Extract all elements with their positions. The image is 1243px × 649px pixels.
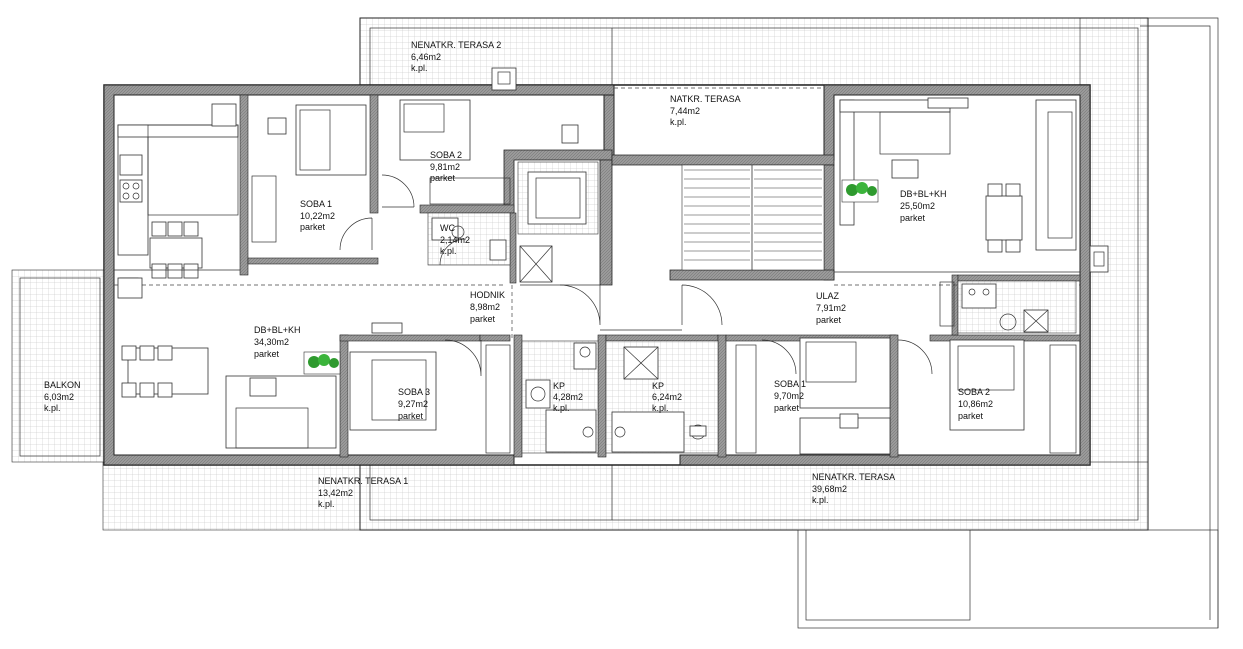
sofa-right <box>1035 99 1077 251</box>
room-floor: k.pl. <box>652 403 669 413</box>
room-name: KP <box>652 381 664 391</box>
room-area: 10,86m2 <box>958 399 993 409</box>
right-apartment-furniture <box>735 97 1080 455</box>
room-name: HODNIK <box>470 290 505 300</box>
room-area: 9,27m2 <box>398 399 428 409</box>
room-name: SOBA 1 <box>774 379 806 389</box>
room-name: SOBA 1 <box>300 199 332 209</box>
room-area: 34,30m2 <box>254 337 289 347</box>
room-floor: parket <box>254 349 280 359</box>
room-name: DB+BL+KH <box>900 189 947 199</box>
room-name: BALKON <box>44 380 81 390</box>
upper-terrace <box>359 17 1149 91</box>
room-area: 9,70m2 <box>774 391 804 401</box>
room-area: 6,24m2 <box>652 392 682 402</box>
room-floor: parket <box>470 314 496 324</box>
dining-table-left <box>149 237 203 269</box>
room-name: SOBA 2 <box>958 387 990 397</box>
room-area: 6,03m2 <box>44 392 74 402</box>
vents <box>117 67 1109 299</box>
room-floor: parket <box>430 173 456 183</box>
room-area: 13,42m2 <box>318 488 353 498</box>
room-name: SOBA 2 <box>430 150 462 160</box>
room-name: NENATKR. TERASA 2 <box>411 40 501 50</box>
room-floor: k.pl. <box>440 246 457 256</box>
room-floor: k.pl. <box>670 117 687 127</box>
balcony-inner <box>19 277 101 457</box>
left-apartment-furniture <box>114 99 579 454</box>
room-name: DB+BL+KH <box>254 325 301 335</box>
room-name: NENATKR. TERASA <box>812 472 895 482</box>
plant-right <box>841 179 879 203</box>
room-area: 10,22m2 <box>300 211 335 221</box>
room-floor: parket <box>300 222 326 232</box>
room-floor: parket <box>958 411 984 421</box>
room-area: 25,50m2 <box>900 201 935 211</box>
bed-soba2-right <box>949 339 1025 431</box>
room-area: 2,14m2 <box>440 235 470 245</box>
room-name: SOBA 3 <box>398 387 430 397</box>
room-floor: k.pl. <box>411 63 428 73</box>
room-floor: parket <box>774 403 800 413</box>
room-floor: parket <box>816 315 842 325</box>
sofa <box>225 375 337 449</box>
room-labels: NENATKR. TERASA 2 6,46m2 k.pl. NATKR. TE… <box>44 40 993 509</box>
room-name: NATKR. TERASA <box>670 94 741 104</box>
bed-soba3 <box>349 351 437 431</box>
room-floor: k.pl. <box>812 495 829 505</box>
room-area: 9,81m2 <box>430 162 460 172</box>
right-terrace <box>1079 17 1149 531</box>
balcony-slab <box>11 269 105 463</box>
room-name: KP <box>553 381 565 391</box>
room-area: 7,44m2 <box>670 106 700 116</box>
room-floor: k.pl. <box>318 499 335 509</box>
room-area: 7,91m2 <box>816 303 846 313</box>
room-name: WC <box>440 223 455 233</box>
staircase <box>681 164 825 271</box>
room-name: NENATKR. TERASA 1 <box>318 476 408 486</box>
room-floor: k.pl. <box>44 403 61 413</box>
room-floor: parket <box>900 213 926 223</box>
stair-core <box>517 161 825 331</box>
room-floor: parket <box>398 411 424 421</box>
room-area: 4,28m2 <box>553 392 583 402</box>
room-area: 39,68m2 <box>812 484 847 494</box>
room-name: ULAZ <box>816 291 840 301</box>
kitchen-counter-right <box>839 99 855 226</box>
bed-soba2 <box>399 99 471 161</box>
dining-table-right <box>985 195 1023 241</box>
pergola-outline <box>797 529 1219 629</box>
bed-soba1 <box>295 104 367 176</box>
coffee-table <box>249 377 277 397</box>
room-area: 6,46m2 <box>411 52 441 62</box>
room-area: 8,98m2 <box>470 302 500 312</box>
bathrooms <box>521 340 719 454</box>
bed-soba1-right <box>799 337 891 409</box>
room-floor: k.pl. <box>553 403 570 413</box>
plant-left <box>303 351 341 375</box>
